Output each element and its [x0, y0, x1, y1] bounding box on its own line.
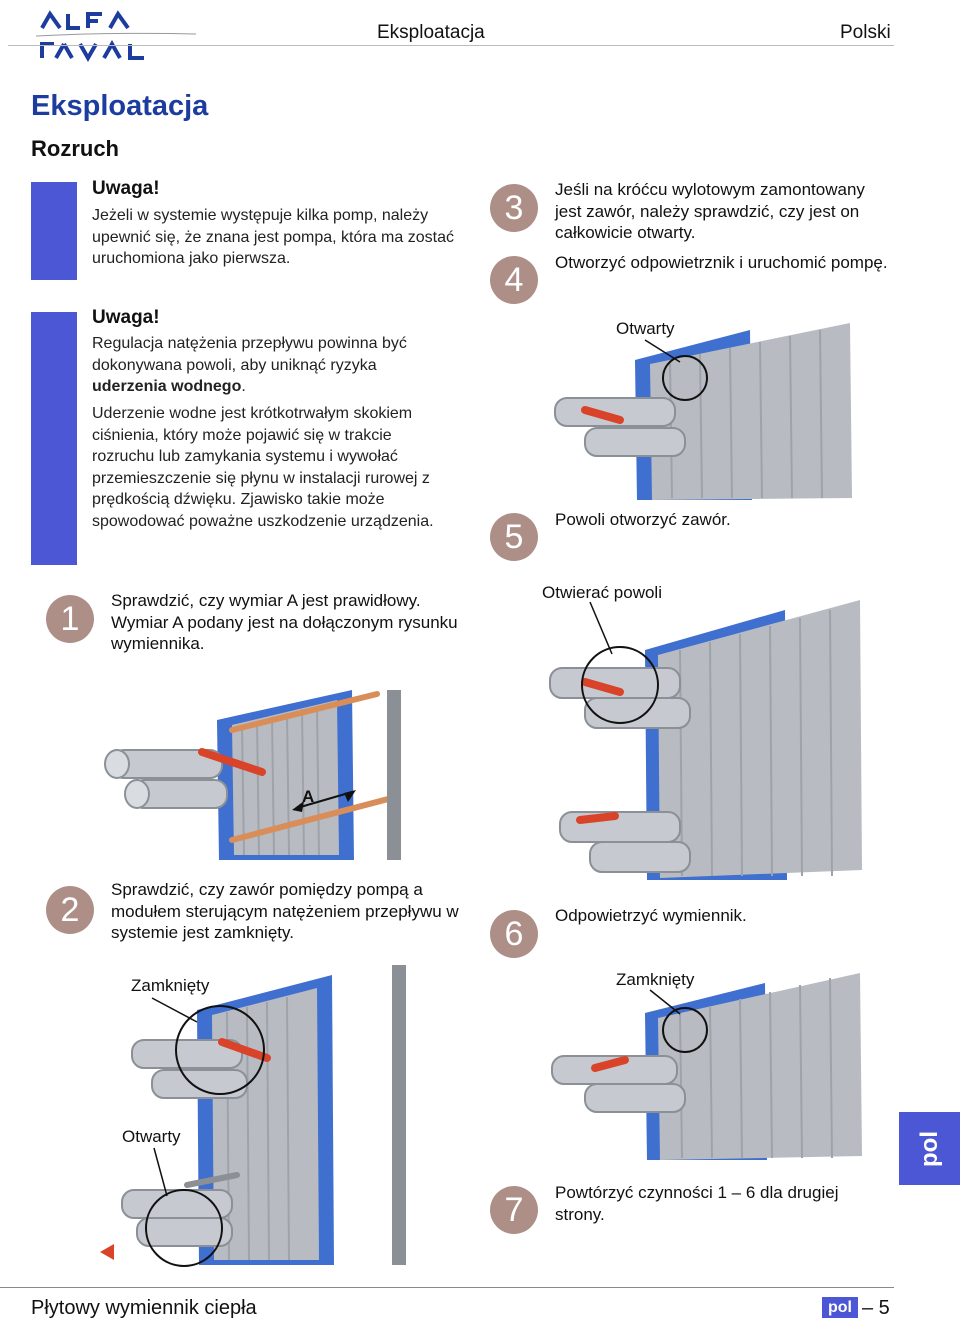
language-side-tab: pol	[899, 1112, 960, 1185]
callout-open-1: Otwarty	[122, 1127, 181, 1146]
callout-open-2: Otwarty	[616, 319, 675, 338]
header-language: Polski	[840, 22, 891, 43]
warning-text-1: Jeżeli w systemie występuje kilka pomp, …	[92, 207, 454, 268]
plate-pack	[658, 973, 862, 1160]
warning-text-2-plain: Regulacja natężenia przepływu powinna by…	[92, 335, 407, 374]
step-text-4: Otworzyć odpowietrznik i uruchomić pompę…	[555, 253, 888, 272]
dimension-a-label: A	[302, 787, 314, 806]
illustration-step-5	[549, 600, 862, 880]
illustration-step-1: A	[104, 690, 401, 860]
plate-pack	[658, 600, 862, 878]
page-title: Eksploatacja	[31, 90, 209, 122]
step-text-2: Sprawdzić, czy zawór pomiędzy pompą a mo…	[111, 880, 459, 943]
warning-bar-1	[31, 182, 77, 280]
step-text-6: Odpowietrzyć wymiennik.	[555, 906, 747, 925]
warning-text-2-bold: uderzenia wodnego	[92, 378, 242, 396]
illustration-step-6	[551, 973, 862, 1160]
step-number-5: 5	[490, 513, 538, 561]
step-number-4: 4	[490, 256, 538, 304]
step-number-6: 6	[490, 910, 538, 958]
callout-closed-1: Zamknięty	[131, 976, 210, 995]
step-text-5: Powoli otworzyć zawór.	[555, 510, 731, 529]
warning-text-2-end: .	[241, 378, 246, 396]
footer-title: Płytowy wymiennik ciepła	[31, 1297, 257, 1319]
warning-title-2: Uwaga!	[92, 307, 160, 328]
step-text-7: Powtórzyć czynności 1 – 6 dla drugiej st…	[555, 1183, 839, 1224]
language-side-tab-label: pol	[915, 1130, 943, 1167]
warning-title-1: Uwaga!	[92, 178, 160, 199]
header-rule	[8, 45, 894, 46]
illustration-step-2	[100, 965, 406, 1267]
step-number-1: 1	[46, 595, 94, 643]
alfa-laval-logo	[36, 10, 196, 63]
callout-open-slowly: Otwierać powoli	[542, 583, 662, 602]
step-number-3: 3	[490, 184, 538, 232]
warning-text-2: Regulacja natężenia przepływu powinna by…	[92, 333, 452, 398]
callout-closed-2: Zamknięty	[616, 970, 695, 989]
footer-page-number: – 5	[862, 1297, 890, 1319]
page-subtitle: Rozruch	[31, 136, 119, 161]
header-section: Eksploatacja	[377, 22, 485, 43]
step-number-2: 2	[46, 886, 94, 934]
warning-bar-2	[31, 312, 77, 565]
illustration-step-4	[554, 323, 852, 500]
footer-language-badge: pol	[822, 1297, 858, 1318]
warning-text-2b: Uderzenie wodne jest krótkotrwałym skoki…	[92, 405, 434, 530]
step-number-7: 7	[490, 1186, 538, 1234]
step-text-1: Sprawdzić, czy wymiar A jest prawidłowy.…	[111, 591, 458, 654]
step-text-3: Jeśli na króćcu wylotowym zamontowany je…	[555, 180, 865, 243]
footer-rule	[0, 1287, 894, 1288]
